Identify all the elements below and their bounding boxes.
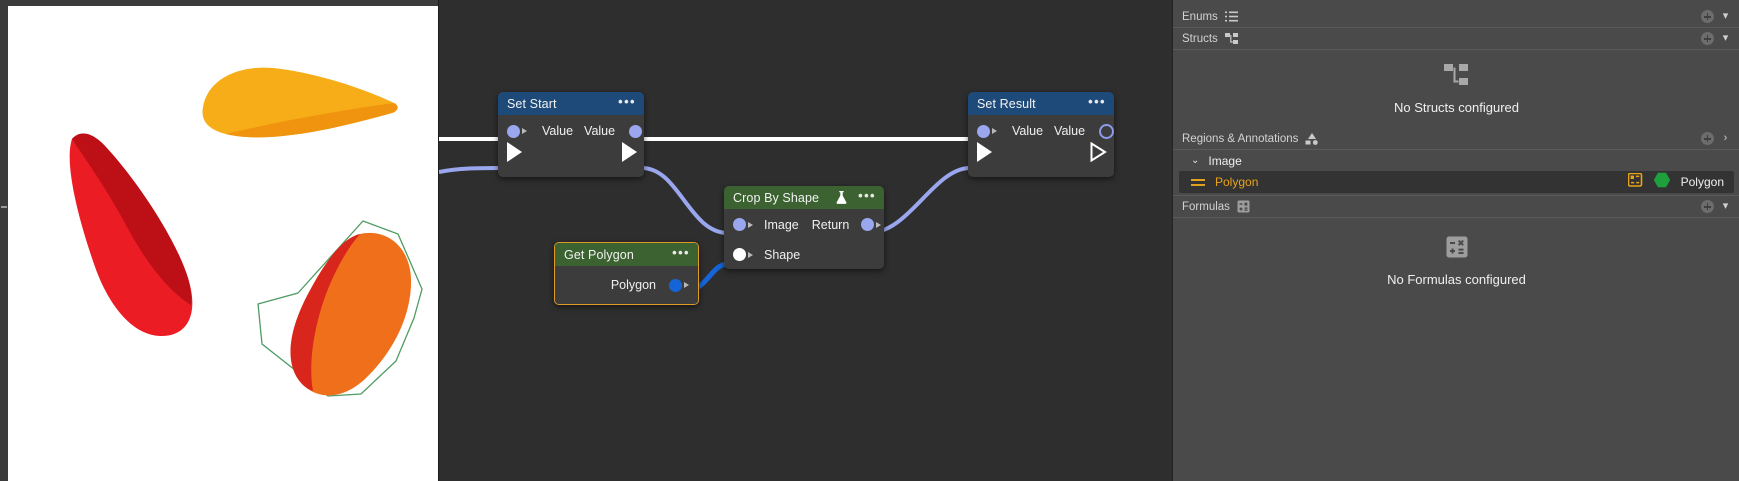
node-get-polygon-output-label: Polygon bbox=[610, 278, 656, 292]
node-crop-by-shape-shape-label: Shape bbox=[764, 247, 801, 262]
node-set-start-value-row: Value Value bbox=[498, 115, 644, 147]
node-crop-by-shape-title: Crop By Shape bbox=[733, 190, 820, 205]
node-set-result-menu-icon[interactable]: ••• bbox=[1088, 94, 1106, 109]
drag-handle-icon[interactable] bbox=[1191, 178, 1205, 187]
panel-resize-grip[interactable] bbox=[1, 206, 7, 208]
node-set-start-input-pin[interactable] bbox=[507, 124, 520, 138]
node-get-polygon[interactable]: Get Polygon ••• Polygon bbox=[554, 242, 699, 305]
preview-canvas bbox=[8, 6, 438, 481]
node-crop-by-shape-shape-pin[interactable] bbox=[733, 248, 746, 261]
image-preview-panel[interactable] bbox=[8, 0, 438, 481]
annotation-name-polygon: Polygon bbox=[1215, 175, 1259, 189]
node-set-start-exec-out-icon[interactable] bbox=[622, 142, 637, 162]
node-set-result-exec-in-icon[interactable] bbox=[977, 142, 992, 162]
preview-top-strip bbox=[8, 0, 438, 6]
node-set-start-output-pin[interactable] bbox=[629, 124, 643, 138]
chevron-down-icon[interactable]: ⌄ bbox=[1191, 154, 1200, 166]
annotation-row-polygon[interactable]: Polygon Polygon bbox=[1179, 171, 1734, 193]
node-set-result[interactable]: Set Result ••• Value Value bbox=[968, 92, 1114, 177]
annotation-type-polygon: Polygon bbox=[1680, 175, 1724, 189]
node-crop-by-shape-image-pin[interactable] bbox=[733, 218, 746, 231]
add-region-button[interactable] bbox=[1701, 132, 1714, 145]
output-arrow-icon bbox=[876, 221, 882, 228]
node-set-result-value-row: Value Value bbox=[968, 115, 1114, 147]
polygon-link-icon[interactable] bbox=[1627, 172, 1643, 192]
node-set-result-title: Set Result bbox=[977, 96, 1036, 111]
region-group-image[interactable]: ⌄ Image bbox=[1173, 150, 1739, 171]
formulas-empty-text: No Formulas configured bbox=[1387, 271, 1526, 287]
region-group-image-label: Image bbox=[1208, 153, 1242, 168]
input-arrow-icon bbox=[522, 128, 527, 134]
node-set-result-output-pin[interactable] bbox=[1099, 123, 1114, 139]
struct-tree-icon bbox=[1443, 63, 1470, 91]
calculator-icon bbox=[1237, 200, 1250, 213]
left-edge-strip bbox=[0, 0, 8, 481]
sidebar-section-structs[interactable]: Structs ▾ bbox=[1173, 28, 1739, 50]
orange-petal-shape bbox=[290, 232, 412, 396]
add-struct-button[interactable] bbox=[1701, 32, 1714, 45]
add-enum-button[interactable] bbox=[1701, 10, 1714, 23]
node-get-polygon-title: Get Polygon bbox=[564, 247, 634, 262]
node-set-start-header[interactable]: Set Start ••• bbox=[498, 92, 644, 115]
calculator-icon bbox=[1446, 236, 1468, 263]
output-arrow-icon bbox=[684, 282, 689, 288]
sidebar-section-formulas[interactable]: Formulas ▾ bbox=[1173, 196, 1739, 218]
formulas-empty-state: No Formulas configured bbox=[1173, 218, 1739, 304]
node-set-start-title: Set Start bbox=[507, 96, 557, 111]
yellow-petal-shape bbox=[202, 67, 398, 138]
node-crop-by-shape-return-pin[interactable] bbox=[861, 218, 875, 231]
node-set-start-body: Value Value bbox=[498, 115, 644, 177]
node-set-start[interactable]: Set Start ••• Value Value bbox=[498, 92, 644, 177]
right-sidebar[interactable]: Enums ▾ Structs bbox=[1172, 0, 1739, 481]
sidebar-section-enums-label: Enums bbox=[1182, 10, 1218, 23]
node-set-start-input-label: Value bbox=[542, 124, 574, 138]
structs-empty-text: No Structs configured bbox=[1393, 99, 1519, 115]
wire-layer bbox=[439, 137, 971, 294]
chevron-down-icon[interactable]: ▾ bbox=[1722, 10, 1729, 22]
node-crop-by-shape-header[interactable]: Crop By Shape ••• bbox=[724, 186, 884, 209]
sidebar-section-structs-label: Structs bbox=[1182, 32, 1218, 45]
flask-icon bbox=[835, 190, 848, 205]
node-crop-by-shape-return-label: Return bbox=[811, 217, 850, 232]
chevron-right-icon[interactable]: › bbox=[1723, 132, 1728, 144]
chevron-down-icon[interactable]: ▾ bbox=[1722, 200, 1729, 212]
sidebar-section-regions[interactable]: Regions & Annotations › bbox=[1173, 128, 1739, 150]
shapes-icon bbox=[1305, 132, 1319, 145]
node-crop-by-shape-body: Image Return Shape bbox=[724, 209, 884, 269]
node-set-result-input-label: Value bbox=[1012, 124, 1044, 138]
red-petal-shape bbox=[69, 133, 193, 337]
divider bbox=[1173, 195, 1739, 196]
node-get-polygon-output-row: Polygon bbox=[555, 266, 698, 304]
node-set-start-output-label: Value bbox=[584, 124, 616, 138]
add-formula-button[interactable] bbox=[1701, 200, 1714, 213]
node-crop-by-shape-shape-row: Shape bbox=[724, 240, 884, 269]
hexagon-icon bbox=[1653, 172, 1671, 193]
node-crop-by-shape-menu-icon[interactable]: ••• bbox=[858, 188, 876, 203]
node-set-result-output-label: Value bbox=[1054, 124, 1086, 138]
sidebar-section-formulas-label: Formulas bbox=[1182, 200, 1230, 213]
node-crop-by-shape-image-label: Image bbox=[764, 217, 799, 232]
polygon-annotation-outline bbox=[257, 220, 423, 397]
node-get-polygon-output-pin[interactable] bbox=[669, 278, 682, 292]
struct-tree-icon bbox=[1224, 32, 1239, 45]
node-get-polygon-header[interactable]: Get Polygon ••• bbox=[555, 243, 698, 266]
node-graph-canvas[interactable]: Set Start ••• Value Value Get P bbox=[438, 0, 1173, 481]
node-set-result-input-pin[interactable] bbox=[977, 124, 990, 138]
node-set-start-menu-icon[interactable]: ••• bbox=[618, 94, 636, 109]
node-set-start-exec-in-icon[interactable] bbox=[507, 142, 522, 162]
list-numbered-icon bbox=[1224, 11, 1238, 22]
node-get-polygon-body: Polygon bbox=[555, 266, 698, 304]
node-crop-by-shape-image-row: Image Return bbox=[724, 209, 884, 240]
input-arrow-icon bbox=[992, 128, 997, 134]
node-set-result-body: Value Value bbox=[968, 115, 1114, 177]
sidebar-section-regions-label: Regions & Annotations bbox=[1182, 132, 1299, 145]
structs-empty-state: No Structs configured bbox=[1173, 50, 1739, 128]
node-crop-by-shape[interactable]: Crop By Shape ••• Image Return bbox=[724, 186, 884, 269]
sidebar-section-enums[interactable]: Enums ▾ bbox=[1173, 6, 1739, 28]
input-arrow-icon bbox=[748, 221, 753, 228]
input-arrow-icon bbox=[748, 251, 753, 258]
node-get-polygon-menu-icon[interactable]: ••• bbox=[672, 245, 690, 260]
chevron-down-icon[interactable]: ▾ bbox=[1722, 32, 1729, 44]
node-set-result-header[interactable]: Set Result ••• bbox=[968, 92, 1114, 115]
